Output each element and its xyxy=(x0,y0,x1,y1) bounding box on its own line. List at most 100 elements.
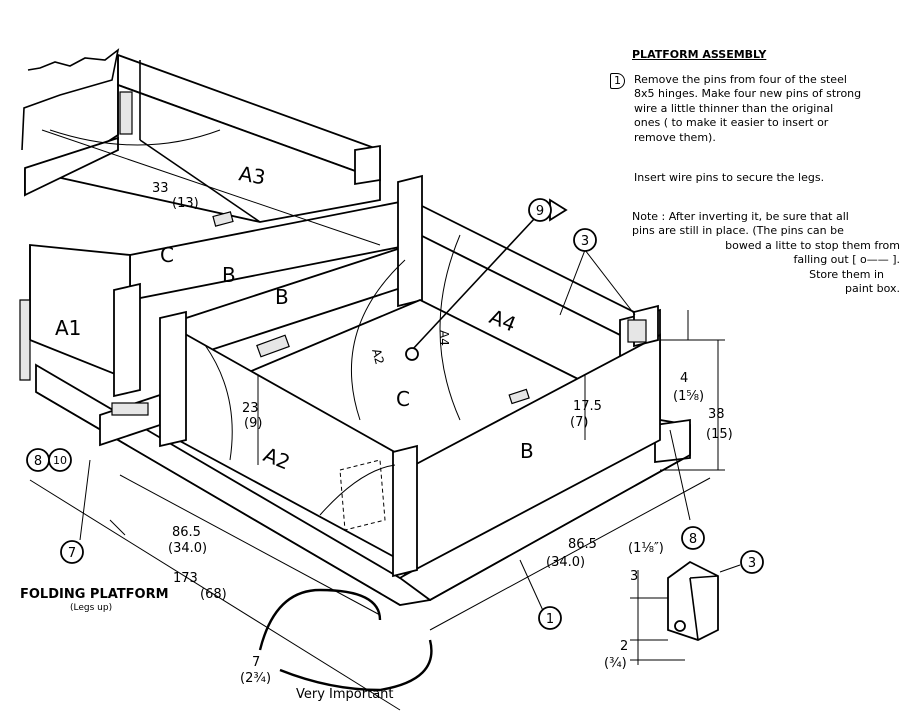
a3-post xyxy=(354,144,381,186)
dim-4: 4 xyxy=(680,371,688,386)
pin-9-ring xyxy=(405,347,419,361)
svg-text:7: 7 xyxy=(68,546,76,561)
label-c-back: C xyxy=(160,243,174,267)
callout-10: 10 xyxy=(48,448,72,472)
dim-33-line xyxy=(41,129,381,246)
dim-15: (15) xyxy=(706,427,733,442)
callout-8-left: 8 xyxy=(26,448,50,472)
a2-diag-arc xyxy=(350,259,406,421)
notes-panel: PLATFORM ASSEMBLY 1 Remove the pins from… xyxy=(604,48,900,297)
dim-86-right-line xyxy=(429,477,711,631)
svg-text:10: 10 xyxy=(53,454,67,467)
note-block: Note : After inverting it, be sure that … xyxy=(632,210,900,297)
right-pin xyxy=(627,319,647,343)
label-a4-diag: A4 xyxy=(437,330,451,346)
svg-text:1: 1 xyxy=(546,612,554,627)
floor-slot xyxy=(508,388,530,405)
left-hinge xyxy=(111,402,149,416)
step-triangle-9 xyxy=(549,198,568,222)
dim-9: (9) xyxy=(244,416,262,431)
label-c-floor: C xyxy=(396,387,410,411)
leader-8-right xyxy=(669,429,691,521)
callout-8-right: 8 xyxy=(681,526,705,550)
svg-text:8: 8 xyxy=(689,532,697,547)
dim-175: 17.5 xyxy=(573,399,602,414)
very-important-arc-2 xyxy=(279,639,433,692)
dim-86-right: 86.5 xyxy=(568,537,597,552)
note-line-4: falling out [ o—— ]. xyxy=(793,253,900,266)
label-b-mid: B xyxy=(275,285,289,309)
a2-fold-arc xyxy=(204,344,233,461)
note-line-3: bowed a litte to stop them from xyxy=(725,238,900,252)
a2-dashed-fold xyxy=(339,459,386,531)
dim-2: 2 xyxy=(620,639,628,654)
pin-9-leader xyxy=(411,217,536,351)
very-important-arc xyxy=(258,588,382,651)
caption-subtitle: (Legs up) xyxy=(70,603,112,613)
leader-3-detail xyxy=(719,564,741,573)
dim-33: 33 xyxy=(152,181,169,196)
detail-piece-3 xyxy=(630,560,741,665)
step-1-line-1: Remove the pins from four of the steel xyxy=(634,72,847,86)
step-1-line-3: wire a little thinner than the original xyxy=(634,101,834,115)
dim-13: (13) xyxy=(172,196,199,211)
dim-2-3-4: (2¾) xyxy=(240,671,271,686)
note-line-1: Note : After inverting it, be sure that … xyxy=(632,209,849,223)
step-1-line-4: ones ( to make it easier to insert or xyxy=(634,116,829,129)
dim-34-left: (34.0) xyxy=(168,541,207,556)
step-1-marker: 1 xyxy=(610,72,625,89)
svg-text:3: 3 xyxy=(581,234,589,249)
leader-7 xyxy=(79,459,91,541)
dim-7-frac: 7 xyxy=(252,655,260,670)
dim-173: 173 xyxy=(173,571,198,586)
center-post xyxy=(397,174,423,308)
label-b-front: B xyxy=(520,439,534,463)
dim-1-1-8: (1⅛″) xyxy=(628,541,664,556)
callouts: 9 3 8 10 7 1 8 3 xyxy=(26,198,764,630)
a2-front-arc xyxy=(319,464,396,516)
a4-diag-arc xyxy=(439,234,461,421)
front-corner-post xyxy=(392,444,418,578)
callout-3-detail: 3 xyxy=(740,550,764,574)
leader-3a xyxy=(559,249,586,316)
label-a2-diag: A2 xyxy=(369,347,387,366)
a3-hinge xyxy=(119,91,133,135)
a3-left-rail xyxy=(24,136,119,197)
dim-23: 23 xyxy=(242,401,259,416)
note-line-2: pins are still in place. (The pins can b… xyxy=(632,224,844,237)
base-rails xyxy=(35,363,691,606)
a1-edge xyxy=(19,299,31,381)
a3-fold-arc xyxy=(49,129,221,146)
dimension-labels: 33 (13) 23 (9) 17.5 (7) 4 (1⅝) 38 (15) 8… xyxy=(152,181,733,686)
dim-68: (68) xyxy=(200,587,227,602)
c-back-slot xyxy=(212,211,234,227)
detail-hole xyxy=(674,620,686,632)
dim-1-5-8: (1⅝) xyxy=(673,389,704,404)
step-1-block: 1 Remove the pins from four of the steel… xyxy=(604,72,900,146)
very-important-label: Very Important xyxy=(296,687,394,702)
label-a1: A1 xyxy=(55,316,81,340)
torn-edge xyxy=(21,48,120,151)
step-1-line-5: remove them). xyxy=(634,130,716,144)
callout-7: 7 xyxy=(60,540,84,564)
insert-pins-note: Insert wire pins to secure the legs. xyxy=(634,171,825,184)
label-b-left: B xyxy=(222,263,236,287)
callout-3-top: 3 xyxy=(573,228,597,252)
note-line-5: Store them in xyxy=(809,267,884,281)
dimension-lines xyxy=(29,129,725,711)
dim-173-line xyxy=(29,479,401,711)
svg-text:3: 3 xyxy=(748,556,756,571)
callout-9: 9 xyxy=(528,198,552,222)
step-1-line-2: 8x5 hinges. Make four new pins of strong xyxy=(634,87,862,100)
a1-post xyxy=(113,282,141,398)
dim-38: 38 xyxy=(708,407,725,422)
dim-34-right: (34.0) xyxy=(546,555,585,570)
back-section xyxy=(19,48,411,398)
caption-title: FOLDING PLATFORM xyxy=(20,587,169,602)
dim-86-left: 86.5 xyxy=(172,525,201,540)
leader-1 xyxy=(519,559,546,616)
notes-heading: PLATFORM ASSEMBLY xyxy=(632,48,767,61)
dim-3: 3 xyxy=(630,569,638,584)
